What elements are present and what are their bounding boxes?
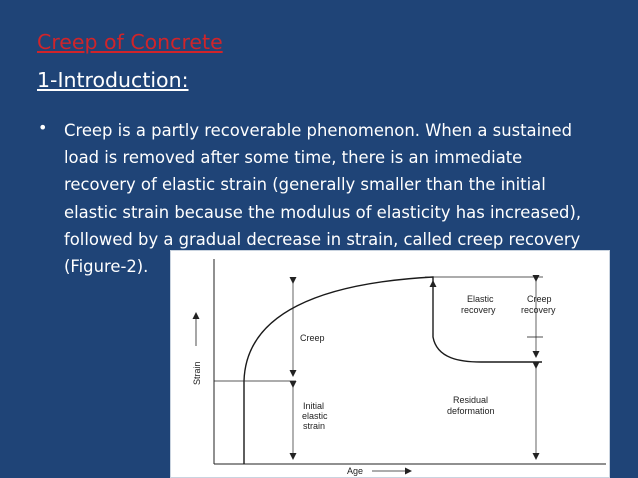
elastic-recovery-line1: Elastic xyxy=(467,294,494,304)
paragraph-line: elastic strain because the modulus of el… xyxy=(64,202,582,222)
elastic-recovery-line2: recovery xyxy=(461,305,496,315)
paragraph-line: load is removed after some time, there i… xyxy=(64,148,523,168)
creep-recovery-line1: Creep xyxy=(527,294,552,304)
initial-label-line1: Initial xyxy=(303,401,324,411)
bullet-paragraph: Creep is a partly recoverable phenomenon… xyxy=(64,117,581,280)
age-axis-label: Age xyxy=(347,466,363,476)
strain-axis-label: Strain xyxy=(192,361,202,385)
paragraph-line: (Figure-2). xyxy=(64,256,149,276)
initial-label-line3: strain xyxy=(303,421,325,431)
slide-title: Creep of Concrete xyxy=(37,30,223,54)
residual-label-line2: deformation xyxy=(447,406,495,416)
slide-subtitle: 1-Introduction: xyxy=(37,68,189,92)
initial-label-line2: elastic xyxy=(302,411,328,421)
paragraph-line: recovery of elastic strain (generally sm… xyxy=(64,175,546,195)
creep-recovery-figure: Strain Age Creep Initial elastic strain … xyxy=(170,250,610,478)
paragraph-line: followed by a gradual decrease in strain… xyxy=(64,229,581,249)
residual-label-line1: Residual xyxy=(453,395,488,405)
figure-svg: Strain Age Creep Initial elastic strain … xyxy=(192,259,606,476)
bullet-marker: • xyxy=(38,118,48,137)
creep-label: Creep xyxy=(300,333,325,343)
paragraph-line: Creep is a partly recoverable phenomenon… xyxy=(64,121,573,140)
creep-recovery-line2: recovery xyxy=(521,305,556,315)
strain-curve xyxy=(243,276,542,464)
